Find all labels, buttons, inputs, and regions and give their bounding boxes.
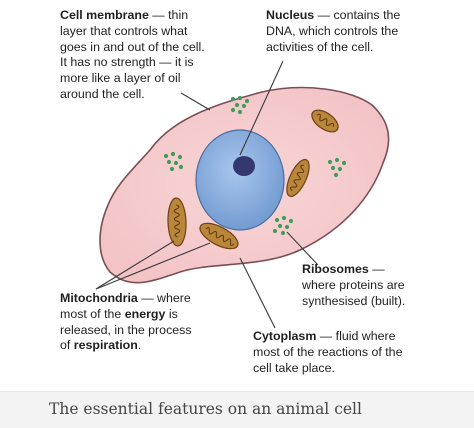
figure-caption-bar: The essential features on an animal cell	[0, 391, 474, 428]
cytoplasm-line2: most of the reactions of the	[253, 344, 403, 359]
cytoplasm-pointer	[239, 257, 276, 329]
mitochondria-line2a: most of the	[60, 306, 125, 321]
mitochondria-respiration: respiration	[73, 338, 138, 353]
cell-membrane-line1: — thin	[148, 8, 189, 22]
nucleus-pointer	[239, 60, 284, 156]
nucleolus	[233, 156, 255, 176]
cell-membrane-line3: goes in and out of the cell.	[60, 39, 205, 54]
cell-membrane-line6: around the cell.	[60, 86, 145, 101]
ribosomes-pointer	[286, 231, 319, 266]
cytoplasm-line1: — fluid where	[316, 329, 396, 343]
nucleus-line1: — contains the	[314, 8, 401, 22]
cell-membrane-line2: layer that controls what	[60, 23, 188, 38]
figure-caption: The essential features on an animal cell	[49, 400, 362, 418]
cell-membrane-term: Cell membrane	[60, 8, 149, 22]
mitochondria-line1: — where	[137, 291, 191, 305]
mitochondrion-4	[199, 222, 239, 250]
mitochondrion-1	[311, 109, 339, 133]
ribosome-cluster-1	[230, 95, 250, 115]
ribosomes-label: Ribosomes — where proteins are synthesis…	[302, 262, 405, 309]
mitochondria-energy: energy	[124, 306, 166, 321]
mitochondria-label: Mitochondria — where most of the energy …	[60, 291, 192, 354]
cell-membrane-pointer	[180, 92, 211, 111]
ribosome-cluster-3	[327, 157, 347, 178]
mitochondria-line4a: of	[60, 338, 74, 353]
mitochondrion-2	[286, 158, 310, 198]
cytoplasm-term: Cytoplasm	[253, 329, 317, 343]
cytoplasm-label: Cytoplasm — fluid where most of the reac…	[253, 329, 402, 376]
cell-membrane-label: Cell membrane — thin layer that controls…	[60, 8, 205, 103]
mitochondria-line4c: .	[137, 338, 142, 353]
ribosomes-line2: where proteins are	[302, 277, 405, 292]
nucleus-label: Nucleus — contains the DNA, which contro…	[266, 8, 400, 55]
ribosomes-term: Ribosomes	[302, 262, 369, 276]
mitochondria-line3: released, in the process	[60, 322, 192, 337]
ribosomes-line3: synthesised (built).	[302, 293, 406, 308]
ribosome-cluster-2	[163, 151, 184, 172]
ribosomes-line1: —	[368, 262, 385, 276]
cytoplasm-line3: cell take place.	[253, 360, 335, 375]
nucleus-line2: DNA, which controls the	[266, 23, 399, 38]
mitochondria-line2c: is	[165, 306, 178, 321]
mitochondria-pointer-2	[95, 242, 211, 290]
ribosome-cluster-4	[272, 215, 294, 236]
cell-membrane-line5: more like a layer of oil	[60, 71, 181, 86]
mitochondria-term: Mitochondria	[60, 291, 138, 305]
mitochondria-pointer-1	[95, 240, 175, 290]
cell-membrane-line4: It has no strength — it is	[60, 55, 194, 70]
nucleus-term: Nucleus	[266, 8, 315, 22]
mitochondrion-3	[167, 197, 187, 247]
nucleus-line3: activities of the cell.	[266, 39, 374, 54]
nucleus	[195, 129, 285, 231]
